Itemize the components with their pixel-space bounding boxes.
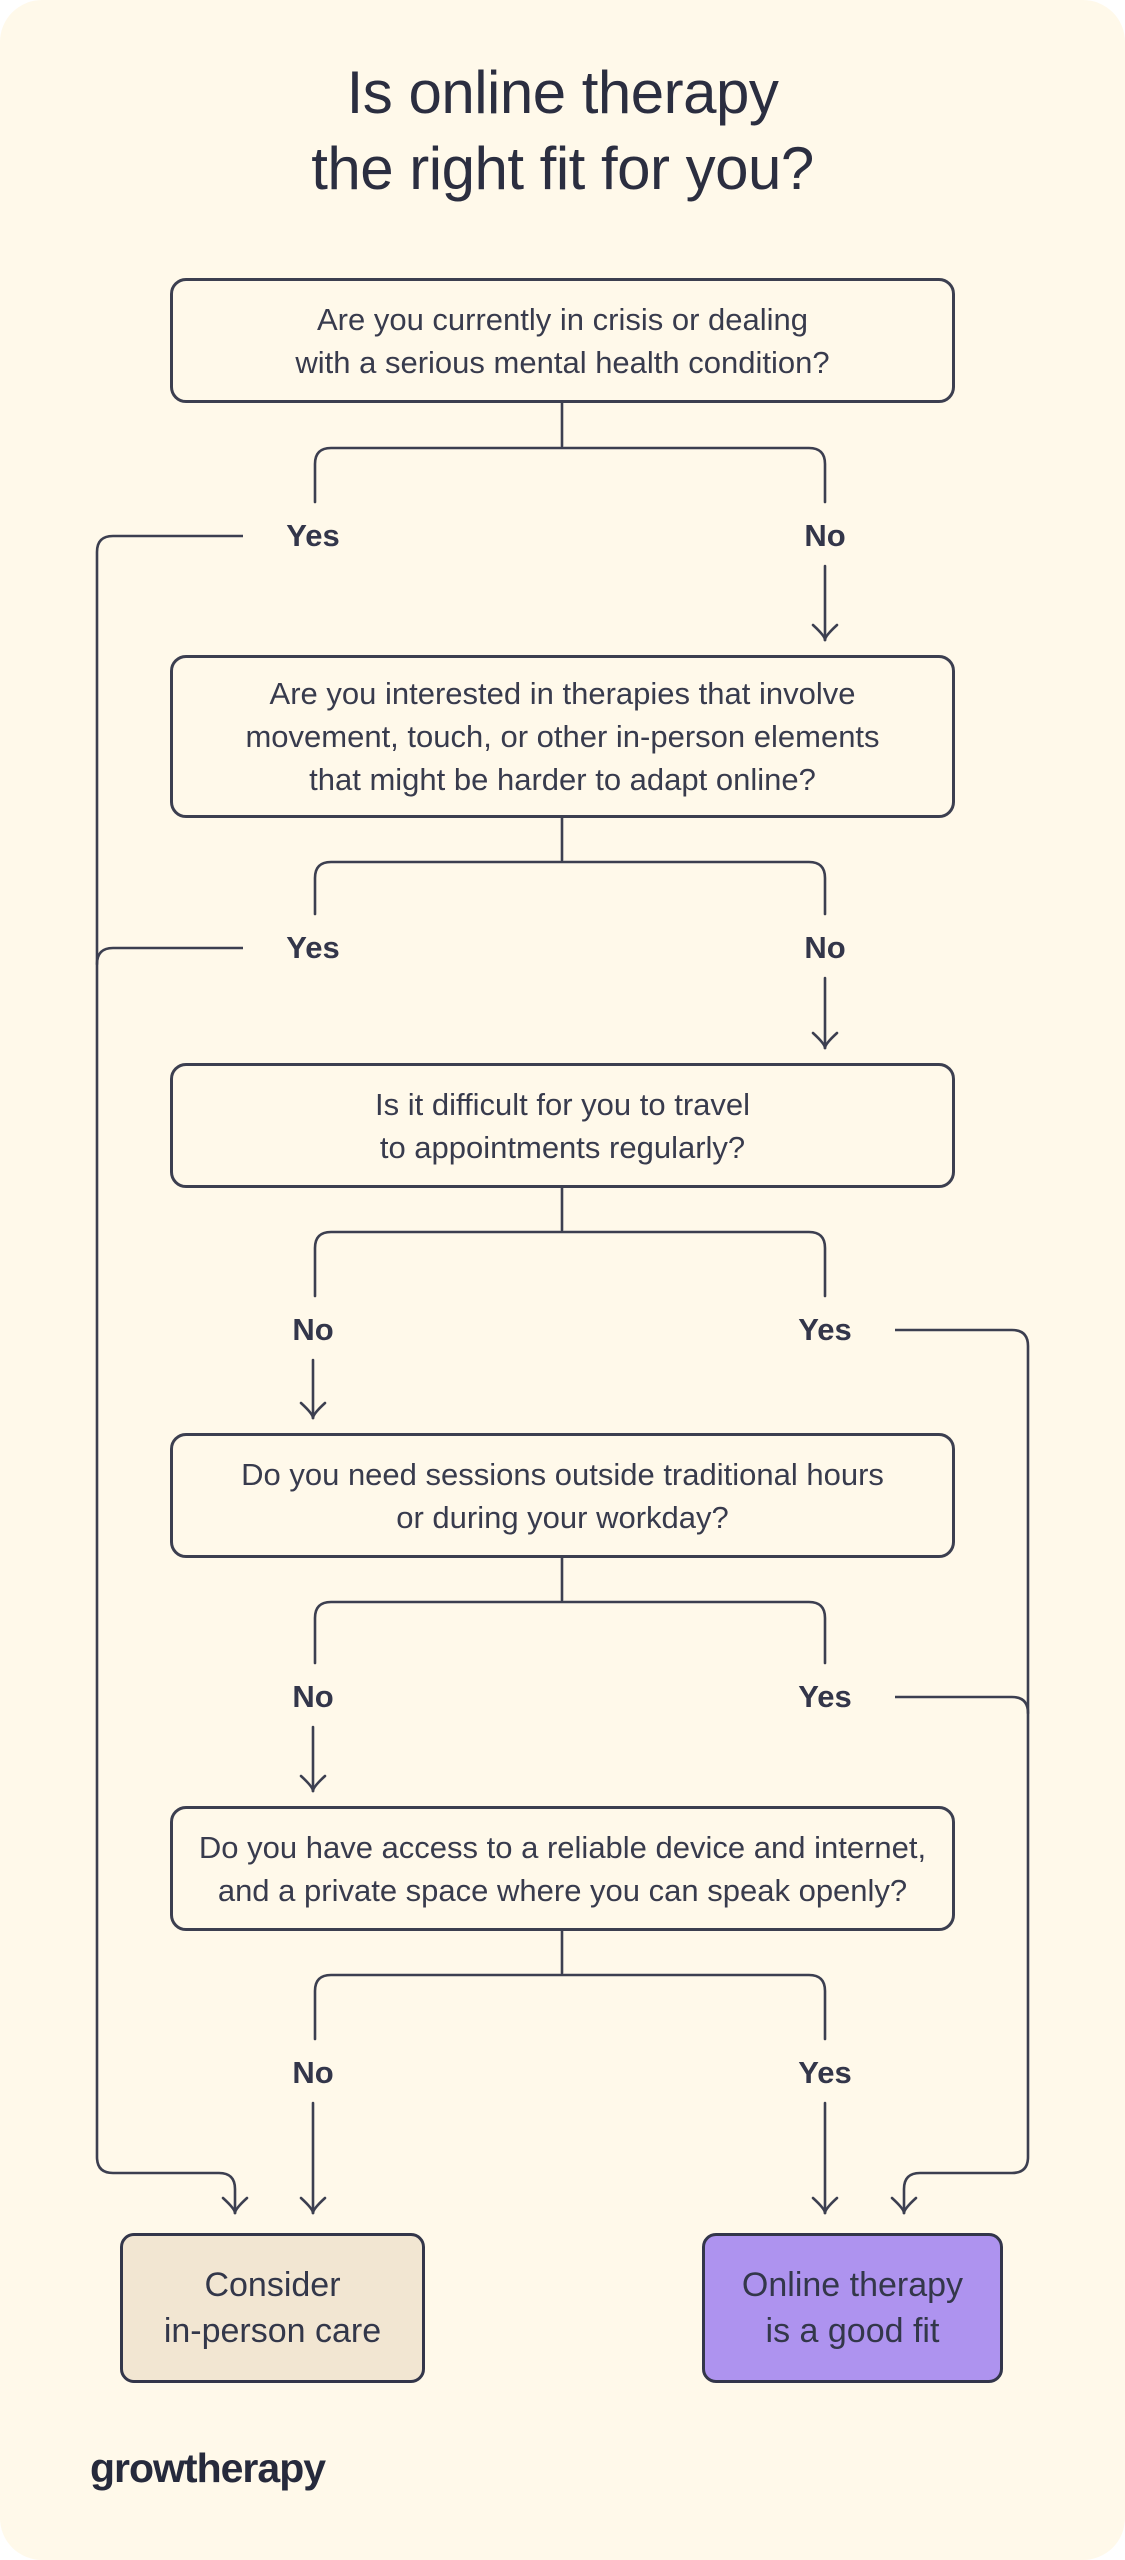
question-box-4: Do you need sessions outside traditional… bbox=[170, 1433, 955, 1558]
q2-bracket bbox=[313, 860, 827, 916]
outcome-in-person-line1: Consider bbox=[204, 2266, 341, 2304]
outcome-online-line2: is a good fit bbox=[765, 2312, 940, 2350]
branch-5-left-label: No bbox=[243, 2053, 383, 2093]
q5-bracket bbox=[313, 1973, 827, 2041]
outcome-online-line1: Online therapy bbox=[741, 2266, 964, 2304]
branch-4-left-label: No bbox=[243, 1677, 383, 1717]
question-5-line2: and a private space where you can speak … bbox=[217, 1872, 908, 1908]
branch-1-right-label: No bbox=[755, 516, 895, 556]
question-2-line1: Are you interested in therapies that inv… bbox=[269, 676, 856, 711]
question-3-line2: to appointments regularly? bbox=[379, 1129, 746, 1165]
branch-1-left-label: Yes bbox=[243, 516, 383, 556]
page-title: Is online therapy the right fit for you? bbox=[0, 55, 1125, 207]
page-title-line1: Is online therapy bbox=[346, 59, 779, 126]
q4-bracket bbox=[313, 1600, 827, 1665]
q3-no-arrowhead bbox=[299, 1401, 327, 1420]
yes-route-right-arrowhead bbox=[890, 2196, 918, 2215]
question-box-5: Do you have access to a reliable device … bbox=[170, 1806, 955, 1931]
branch-4-right-label: Yes bbox=[755, 1677, 895, 1717]
q2-no-arrowhead bbox=[811, 1031, 839, 1050]
question-box-1: Are you currently in crisis or dealing w… bbox=[170, 278, 955, 403]
q5-yes-arrowhead bbox=[811, 2196, 839, 2215]
question-1-line2: with a serious mental health condition? bbox=[295, 344, 830, 380]
branch-2-right-label: No bbox=[755, 928, 895, 968]
page-title-line2: the right fit for you? bbox=[311, 135, 814, 202]
q3-bracket bbox=[313, 1230, 827, 1298]
branch-3-right-label: Yes bbox=[755, 1310, 895, 1350]
q1-bracket bbox=[313, 446, 827, 504]
growtherapy-logo: growtherapy bbox=[90, 2445, 326, 2491]
question-box-2: Are you interested in therapies that inv… bbox=[170, 655, 955, 818]
yes-route-left-arrowhead bbox=[221, 2196, 249, 2215]
q4-no-arrowhead bbox=[299, 1774, 327, 1793]
question-1-line1: Are you currently in crisis or dealing bbox=[316, 301, 809, 337]
question-2-line2: movement, touch, or other in-person elem… bbox=[245, 719, 880, 754]
q5-no-arrowhead bbox=[299, 2196, 327, 2215]
outcome-box-online-therapy: Online therapy is a good fit bbox=[702, 2233, 1003, 2383]
question-4-line2: or during your workday? bbox=[396, 1499, 729, 1535]
branch-3-left-label: No bbox=[243, 1310, 383, 1350]
question-4-line1: Do you need sessions outside traditional… bbox=[241, 1456, 884, 1492]
question-3-line1: Is it difficult for you to travel bbox=[374, 1086, 751, 1122]
q1-no-arrowhead bbox=[811, 623, 839, 642]
question-2-line3: that might be harder to adapt online? bbox=[309, 762, 816, 797]
outcome-in-person-line2: in-person care bbox=[163, 2312, 382, 2350]
question-box-3: Is it difficult for you to travel to app… bbox=[170, 1063, 955, 1188]
question-5-line1: Do you have access to a reliable device … bbox=[198, 1829, 927, 1865]
branch-2-left-label: Yes bbox=[243, 928, 383, 968]
branch-5-right-label: Yes bbox=[755, 2053, 895, 2093]
outcome-box-in-person-care: Consider in-person care bbox=[120, 2233, 425, 2383]
